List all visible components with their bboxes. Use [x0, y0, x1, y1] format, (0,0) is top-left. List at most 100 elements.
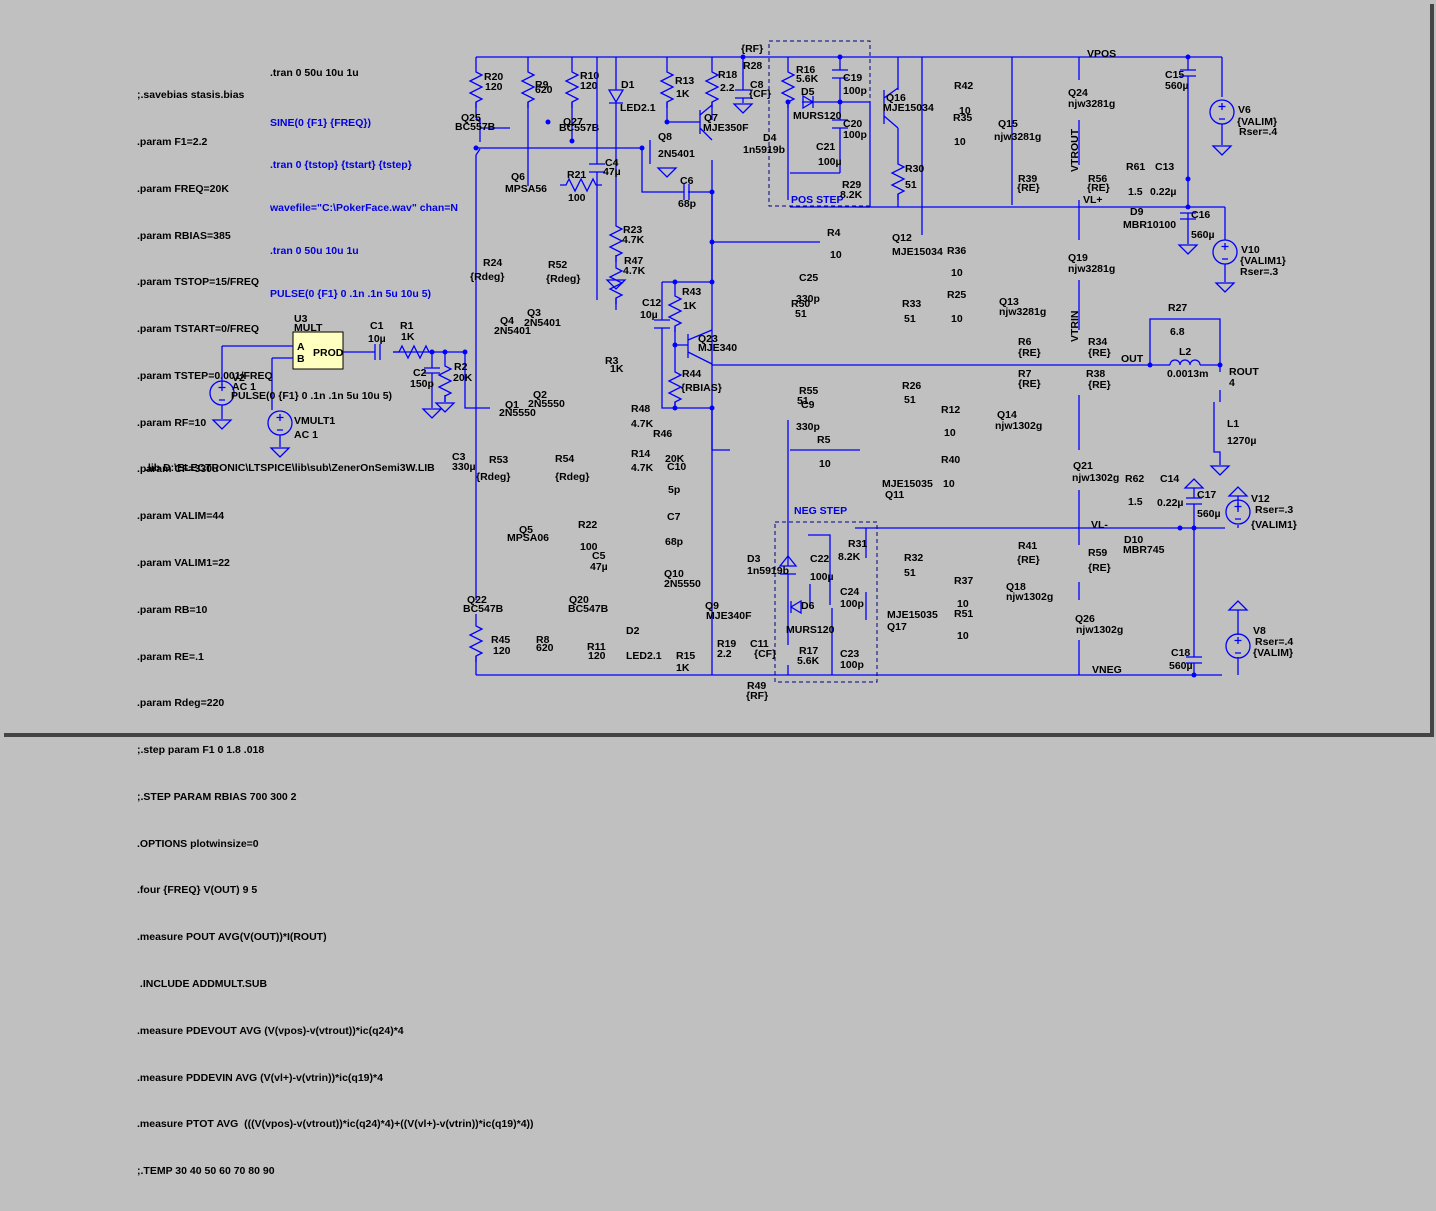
- directive-line: .param TSTEP=0.001/FREQ: [137, 369, 273, 382]
- r48-value: 4.7K: [631, 418, 654, 430]
- c3-value: 330µ: [452, 461, 476, 473]
- v10-rser: Rser=.3: [1240, 266, 1278, 278]
- v6-ref: V6: [1238, 104, 1251, 116]
- l2-value: 0.0013m: [1167, 368, 1208, 380]
- c11-value: {CF}: [754, 648, 776, 660]
- r62-ref: R62: [1125, 473, 1144, 485]
- d9-ref: D9: [1130, 206, 1144, 218]
- voltage-source-v2[interactable]: [209, 380, 235, 430]
- voltage-source-v12[interactable]: [1225, 499, 1251, 525]
- r20-value: 120: [485, 81, 503, 93]
- q18-ref: Q18: [1006, 581, 1026, 593]
- directive-line: ;.step param F1 0 1.8 .018: [137, 744, 265, 757]
- r28-ref: R28: [743, 60, 762, 72]
- c21-ref: C21: [816, 141, 835, 153]
- lib-directive[interactable]: .lib D:\ELECTRONIC\LTSPICE\lib\sub\Zener…: [145, 462, 435, 474]
- q25-value: BC557B: [455, 121, 496, 133]
- r39-ref: R39: [1018, 173, 1037, 185]
- d3-ref: D3: [747, 553, 761, 565]
- r5-ref: R5: [817, 434, 831, 446]
- r49-value: {RF}: [746, 690, 768, 702]
- r13-ref: R13: [675, 75, 694, 87]
- directive-line: .measure POUT AVG(V(OUT))*I(ROUT): [137, 931, 327, 944]
- r9-ref: R9: [535, 79, 549, 91]
- voltage-source-v8[interactable]: [1225, 633, 1251, 659]
- voltage-source-vmult1[interactable]: [267, 410, 293, 458]
- q10-ref: Q10: [664, 568, 684, 580]
- r27-ref: R27: [1168, 302, 1187, 314]
- vmult1-value: AC 1: [294, 429, 318, 441]
- r34-ref: R34: [1088, 336, 1107, 348]
- c15-ref: C15: [1165, 69, 1184, 81]
- net-out: OUT: [1121, 353, 1144, 365]
- directive-line: ;.STEP PARAM RBIAS 700 300 2: [137, 790, 297, 803]
- r2-value: 20K: [453, 372, 473, 384]
- r16-value: 5.6K: [796, 73, 819, 85]
- r24-value: {Rdeg}: [470, 271, 504, 283]
- voltage-source-v10[interactable]: [1212, 239, 1238, 293]
- c1-value: 10µ: [368, 333, 386, 345]
- r45-value: 120: [493, 645, 511, 657]
- r35-ref: R35: [953, 112, 972, 124]
- pos-step-label: POS STEP: [791, 194, 844, 206]
- r59-value: {RE}: [1088, 562, 1111, 574]
- q12-value: MJE15034: [892, 246, 943, 258]
- multiplier-u3[interactable]: [221, 331, 465, 410]
- r50-ref: R50: [791, 298, 810, 310]
- r25-ref: R25: [947, 289, 966, 301]
- net-vlplus: VL+: [1083, 194, 1103, 206]
- q14-value: njw1302g: [995, 420, 1042, 432]
- q5-ref: Q5: [519, 524, 533, 536]
- schematic-canvas[interactable]: ;.savebias stasis.bias .param F1=2.2 .pa…: [0, 0, 1436, 1177]
- tran-directive[interactable]: .tran 0 50u 10u 1u: [270, 67, 359, 79]
- r51-ref: R51: [954, 608, 973, 620]
- r20-ref: R20: [484, 71, 503, 83]
- q22-value: BC547B: [463, 603, 504, 615]
- q27-ref: Q27: [563, 116, 583, 128]
- directive-line: .param VALIM=44: [137, 510, 225, 523]
- r53-value: {Rdeg}: [476, 471, 510, 483]
- c15-value: 560µ: [1165, 80, 1189, 92]
- r52-ref: R52: [548, 259, 567, 271]
- comment-block[interactable]: SINE(0 {F1} {FREQ}) .tran 0 {tstop} {tst…: [270, 87, 458, 330]
- directive-line: .param RB=10: [137, 603, 208, 616]
- q20-ref: Q20: [569, 594, 589, 606]
- l1-value: 1270µ: [1227, 435, 1256, 447]
- c19-ref: C19: [843, 72, 862, 84]
- r39-value: {RE}: [1017, 182, 1040, 194]
- u3-pin-b: B: [297, 353, 305, 365]
- q11-value: MJE15035: [882, 478, 933, 490]
- c11-ref: C11: [750, 638, 769, 650]
- v10-ref: V10: [1241, 244, 1260, 256]
- r31-ref: R31: [848, 538, 867, 550]
- q16-ref: Q16: [886, 92, 906, 104]
- c12-value: 10µ: [640, 309, 658, 321]
- c20-ref: C20: [843, 118, 862, 130]
- v2-value: AC 1: [232, 381, 256, 393]
- r36-value: 10: [951, 267, 963, 279]
- r29-value: 8.2K: [840, 189, 863, 201]
- q8-ref: Q8: [658, 131, 672, 143]
- r55-ref: R55: [799, 385, 818, 397]
- directive-line: .measure PDDEVIN AVG (V(vl+)-v(vtrin))*i…: [137, 1071, 383, 1084]
- c24-ref: C24: [840, 586, 859, 598]
- v12-value: {VALIM1}: [1251, 519, 1297, 531]
- r37-ref: R37: [954, 575, 973, 587]
- r52-value: {Rdeg}: [546, 273, 580, 285]
- c10-ref: C10: [667, 461, 686, 473]
- voltage-source-v6[interactable]: [1209, 99, 1235, 156]
- r62-value: 1.5: [1128, 496, 1143, 508]
- r38-value: {RE}: [1088, 379, 1111, 391]
- v2-ref: V2: [232, 372, 245, 384]
- c9-value: 330p: [796, 421, 820, 433]
- q2-ref: Q2: [533, 389, 547, 401]
- directive-line: .param Rdeg=220: [137, 697, 225, 710]
- d1-ref: D1: [621, 79, 635, 91]
- c22-value: 100µ: [810, 571, 834, 583]
- c13-value: 0.22µ: [1150, 186, 1177, 198]
- c6-ref: C6: [680, 175, 694, 187]
- q15-ref: Q15: [998, 118, 1018, 130]
- r38-ref: R38: [1086, 368, 1105, 380]
- c12-ref: C12: [642, 297, 661, 309]
- r1-ref: R1: [400, 320, 414, 332]
